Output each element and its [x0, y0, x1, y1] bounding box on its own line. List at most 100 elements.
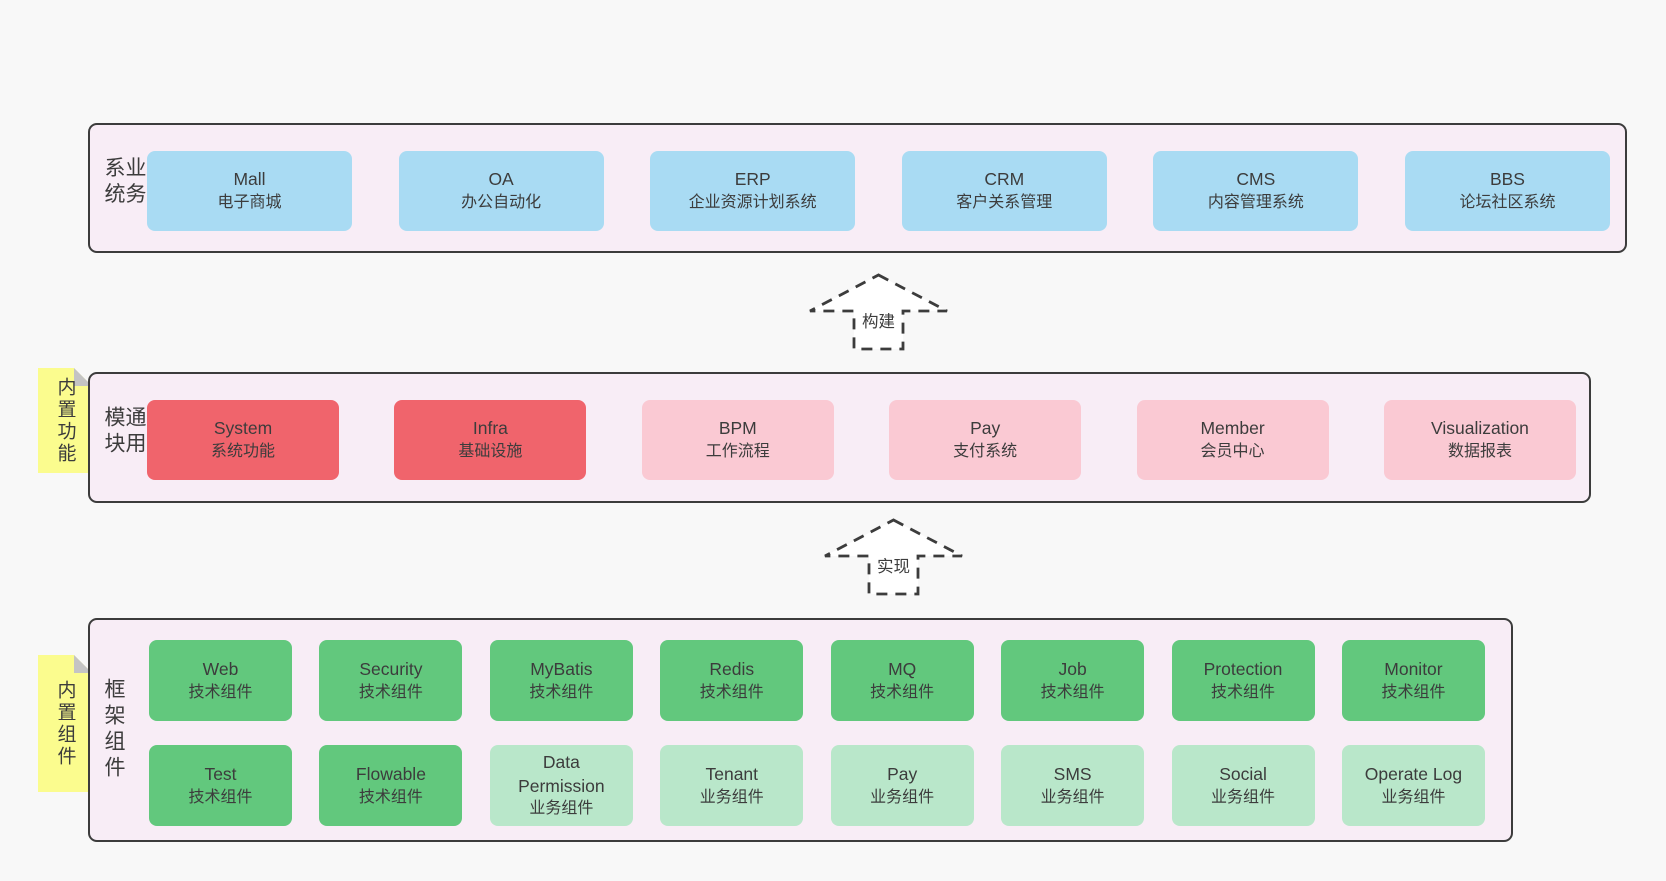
box-bbs: BBS 论坛社区系统 — [1404, 151, 1610, 231]
box-mybatis: MyBatis 技术组件 — [489, 640, 633, 721]
box-infra: Infra 基础设施 — [394, 400, 587, 480]
box-subtitle: 数据报表 — [1447, 443, 1512, 461]
note-builtin-features: 内置功能 — [38, 368, 92, 473]
arrow-implement-label: 实现 — [874, 553, 913, 577]
box-title: Visualization — [1430, 418, 1529, 439]
box-subtitle: 业务组件 — [1040, 788, 1105, 806]
box-subtitle: 业务组件 — [1381, 788, 1446, 806]
box-mall: Mall 电子商城 — [147, 151, 352, 231]
box-data-permission: Data Permission 业务组件 — [489, 745, 633, 826]
arrow-build-label: 构建 — [859, 308, 898, 332]
box-subtitle: 业务组件 — [870, 788, 935, 806]
box-title: SMS — [1053, 763, 1092, 784]
note-builtin-components-label: 内置组件 — [54, 679, 76, 768]
sticky-note-paper — [38, 655, 92, 792]
box-job: Job 技术组件 — [1001, 640, 1145, 721]
box-subtitle: 系统功能 — [210, 443, 275, 461]
box-subtitle: 技术组件 — [188, 683, 253, 701]
box-title: BBS — [1489, 169, 1525, 190]
box-subtitle: 论坛社区系统 — [1459, 194, 1556, 212]
box-oa: OA 办公自动化 — [398, 151, 604, 231]
box-subtitle: 业务组件 — [529, 800, 594, 818]
box-operate-log: Operate Log 业务组件 — [1341, 745, 1485, 826]
box-subtitle: 技术组件 — [870, 683, 935, 701]
box-sms: SMS 业务组件 — [1001, 745, 1145, 826]
layer-label-common-modules: 通用模块 — [102, 405, 146, 458]
box-system: System 系统功能 — [147, 400, 339, 480]
box-title: Mall — [233, 169, 266, 190]
box-security: Security 技术组件 — [319, 640, 463, 721]
box-subtitle: 技术组件 — [1381, 683, 1446, 701]
box-title: BPM — [718, 418, 757, 439]
box-title: Security — [359, 658, 423, 679]
box-subtitle: 业务组件 — [1211, 788, 1276, 806]
box-title: Test — [204, 763, 237, 784]
box-title: Redis — [709, 658, 755, 679]
box-mq: MQ 技术组件 — [830, 640, 974, 721]
box-title: System — [213, 418, 273, 439]
box-cms: CMS 内容管理系统 — [1153, 151, 1359, 231]
box-subtitle: 技术组件 — [1040, 683, 1105, 701]
box-tenant: Tenant 业务组件 — [660, 745, 804, 826]
box-title: Member — [1200, 418, 1265, 439]
box-visualization: Visualization 数据报表 — [1383, 400, 1576, 480]
box-subtitle: 支付系统 — [953, 443, 1018, 461]
box-monitor: Monitor 技术组件 — [1341, 640, 1485, 721]
box-title: Protection — [1203, 658, 1283, 679]
box-subtitle: 技术组件 — [699, 683, 764, 701]
box-protection: Protection 技术组件 — [1171, 640, 1315, 721]
box-pay: Pay 支付系统 — [889, 400, 1082, 480]
box-subtitle: 技术组件 — [529, 683, 594, 701]
box-crm: CRM 客户关系管理 — [901, 151, 1107, 231]
box-title: Infra — [472, 418, 508, 439]
arrow-build: 构建 — [807, 272, 950, 352]
box-subtitle: 技术组件 — [1211, 683, 1276, 701]
layer-label-business-systems: 业务系统 — [102, 156, 146, 209]
box-title: CRM — [984, 169, 1025, 190]
box-subtitle: 办公自动化 — [461, 194, 542, 212]
box-subtitle: 技术组件 — [358, 683, 423, 701]
box-subtitle: 电子商城 — [217, 194, 282, 212]
arrow-implement: 实现 — [822, 517, 965, 597]
box-subtitle: 基础设施 — [458, 443, 523, 461]
box-title: MyBatis — [530, 658, 593, 679]
box-title: Pay — [970, 418, 1001, 439]
box-title: OA — [488, 169, 514, 190]
box-subtitle: 技术组件 — [188, 788, 253, 806]
box-title: Data Permission — [518, 752, 605, 796]
box-title: CMS — [1236, 169, 1276, 190]
box-redis: Redis 技术组件 — [660, 640, 804, 721]
box-test: Test 技术组件 — [149, 745, 292, 826]
note-builtin-components: 内置组件 — [38, 655, 92, 792]
box-title: Monitor — [1384, 658, 1443, 679]
box-title: Tenant — [705, 763, 759, 784]
folded-corner-icon — [74, 368, 92, 386]
box-subtitle: 内容管理系统 — [1207, 194, 1304, 212]
box-title: Job — [1058, 658, 1087, 679]
box-member: Member 会员中心 — [1136, 400, 1329, 480]
box-subtitle: 业务组件 — [699, 788, 764, 806]
box-subtitle: 客户关系管理 — [956, 194, 1053, 212]
box-title: MQ — [888, 658, 917, 679]
box-title: ERP — [734, 169, 771, 190]
box-subtitle: 会员中心 — [1200, 443, 1265, 461]
box-title: Operate Log — [1364, 763, 1463, 784]
note-builtin-features-label: 内置功能 — [54, 376, 76, 465]
folded-corner-icon — [74, 655, 92, 673]
layer-label-framework-components: 框架组件 — [102, 678, 125, 782]
